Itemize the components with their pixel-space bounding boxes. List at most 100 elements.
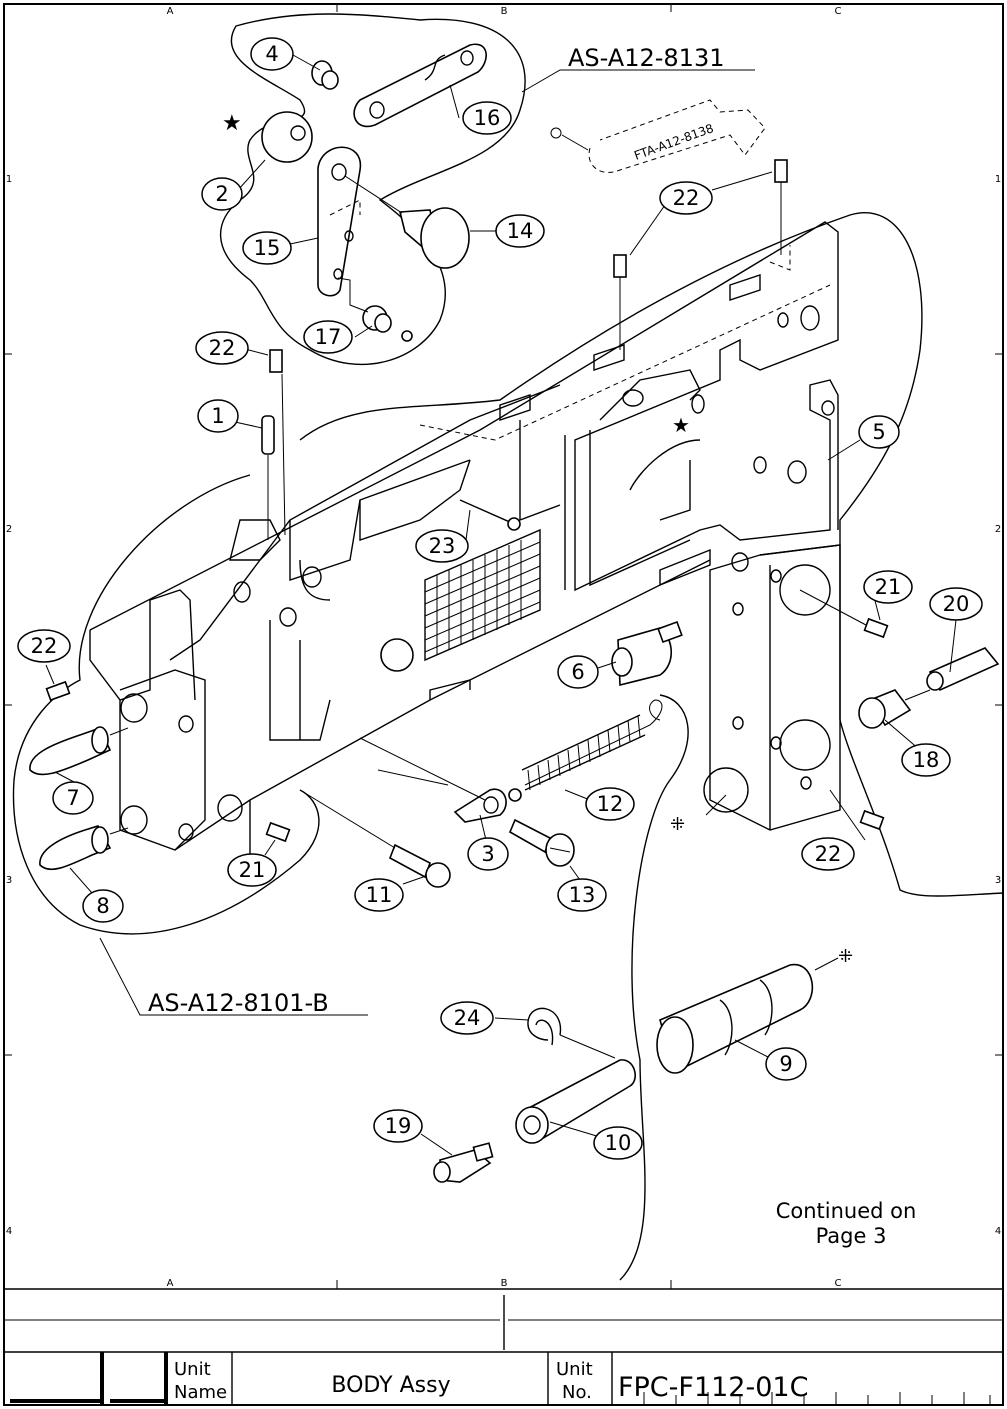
- callout-5: 5: [859, 416, 899, 448]
- svg-text:6: 6: [571, 660, 584, 684]
- part-8-nozzle: [40, 826, 128, 869]
- callout-17: 17: [304, 321, 352, 353]
- unit-name-value: BODY Assy: [331, 1373, 450, 1398]
- part-22-set-screw-c: [270, 350, 282, 372]
- part-1-dowel-pin: [262, 374, 285, 540]
- star-mark-a: ★: [222, 111, 242, 136]
- part-14-knob: [345, 176, 469, 268]
- callout-12: 12: [586, 788, 634, 820]
- svg-text:24: 24: [454, 1006, 481, 1030]
- frame-assembly-outline: [300, 213, 1003, 896]
- grid-row-4-left: 4: [6, 1226, 12, 1237]
- svg-text:5: 5: [872, 420, 885, 444]
- part-2-washer: [262, 112, 312, 162]
- svg-text:12: 12: [597, 792, 624, 816]
- upper-assembly-leader: [522, 70, 755, 92]
- svg-text:8: 8: [96, 894, 109, 918]
- part-18-fitting: [859, 690, 930, 728]
- svg-text:17: 17: [315, 325, 342, 349]
- phantom-part-label: FTA-A12-8138: [632, 121, 715, 163]
- part-7-nozzle: [30, 727, 128, 775]
- svg-text:19: 19: [385, 1114, 412, 1138]
- grid-col-a-bottom: A: [167, 1278, 174, 1289]
- callout-23: 23: [416, 530, 468, 562]
- svg-text:21: 21: [239, 858, 266, 882]
- star-mark-b: ★: [672, 413, 690, 437]
- grid-col-b-top: B: [501, 6, 508, 17]
- callout-2: 2: [202, 178, 242, 210]
- grid-row-3-right: 3: [995, 875, 1001, 886]
- grid-row-3-left: 3: [6, 875, 12, 886]
- svg-text:18: 18: [913, 748, 940, 772]
- svg-text:21: 21: [875, 575, 902, 599]
- phantom-part: [551, 100, 765, 172]
- svg-text:22: 22: [815, 842, 842, 866]
- part-13-screw: [510, 820, 574, 866]
- unit-name-label-line-1: Unit: [174, 1359, 211, 1380]
- callout-18: 18: [902, 744, 950, 776]
- continued-note-line-2: Page 3: [816, 1224, 887, 1248]
- grid-col-c-bottom: C: [835, 1278, 842, 1289]
- part-12-spring: [522, 700, 662, 790]
- svg-text:11: 11: [366, 883, 393, 907]
- part-15-lever: [318, 147, 360, 295]
- svg-text:22: 22: [31, 634, 58, 658]
- part-21-set-screw-b: [267, 823, 290, 841]
- callout-10: 10: [594, 1127, 642, 1159]
- grid-row-2-right: 2: [995, 524, 1001, 535]
- unit-no-label-line-2: No.: [562, 1382, 592, 1403]
- phantom-mark-b: ⁜: [838, 946, 853, 967]
- separator-line: [378, 770, 448, 785]
- callout-9: 9: [766, 1048, 806, 1080]
- side-block: [704, 545, 840, 830]
- part-22-set-screw-e: [861, 811, 884, 829]
- callout-8: 8: [83, 890, 123, 922]
- callout-22-right: 22: [802, 838, 854, 870]
- callout-1: 1: [198, 400, 238, 432]
- phantom-mark-a: ⁜: [670, 814, 685, 835]
- grid-col-b-bottom: B: [501, 1278, 508, 1289]
- callout-21-left: 21: [228, 854, 276, 886]
- part-24-retaining-ring: [528, 1008, 615, 1058]
- callout-19: 19: [374, 1110, 422, 1142]
- svg-text:16: 16: [474, 106, 501, 130]
- part-9-cylinder: [657, 958, 838, 1073]
- part-22-set-screw-b: [614, 255, 626, 350]
- callout-16: 16: [463, 102, 511, 134]
- unit-no-value: FPC-F112-01C: [618, 1372, 808, 1403]
- grid-row-1-left: 1: [6, 174, 12, 185]
- part-6-bushing: [381, 622, 682, 685]
- svg-text:20: 20: [943, 592, 970, 616]
- part-4-shoulder-pin: [312, 61, 338, 89]
- callout-15: 15: [243, 232, 291, 264]
- svg-text:9: 9: [779, 1052, 792, 1076]
- svg-text:22: 22: [209, 336, 236, 360]
- grid-row-2-left: 2: [6, 524, 12, 535]
- unit-name-label-line-2: Name: [174, 1382, 227, 1403]
- callout-22-left-upper: 22: [196, 332, 248, 364]
- callout-13: 13: [558, 879, 606, 911]
- svg-text:2: 2: [215, 182, 228, 206]
- callout-6: 6: [558, 656, 598, 688]
- lower-center-outline: [620, 695, 688, 1280]
- svg-text:23: 23: [429, 534, 456, 558]
- callout-22-left: 22: [18, 630, 70, 662]
- grid-row-1-right: 1: [995, 174, 1001, 185]
- callout-21-right: 21: [864, 571, 912, 603]
- svg-text:7: 7: [66, 786, 79, 810]
- svg-text:10: 10: [605, 1131, 632, 1155]
- svg-text:22: 22: [673, 186, 700, 210]
- unit-no-label-line-1: Unit: [556, 1359, 593, 1380]
- svg-text:14: 14: [507, 219, 534, 243]
- upper-assembly-label: AS-A12-8131: [568, 44, 724, 72]
- grid-col-a-top: A: [167, 6, 174, 17]
- part-22-set-screw-a: [775, 160, 787, 255]
- callout-14: 14: [496, 215, 544, 247]
- svg-text:3: 3: [481, 842, 494, 866]
- callout-4: 4: [251, 38, 293, 70]
- svg-text:15: 15: [254, 236, 281, 260]
- callout-24: 24: [441, 1002, 493, 1034]
- part-3-link: [360, 738, 521, 822]
- title-block: [4, 1289, 1003, 1405]
